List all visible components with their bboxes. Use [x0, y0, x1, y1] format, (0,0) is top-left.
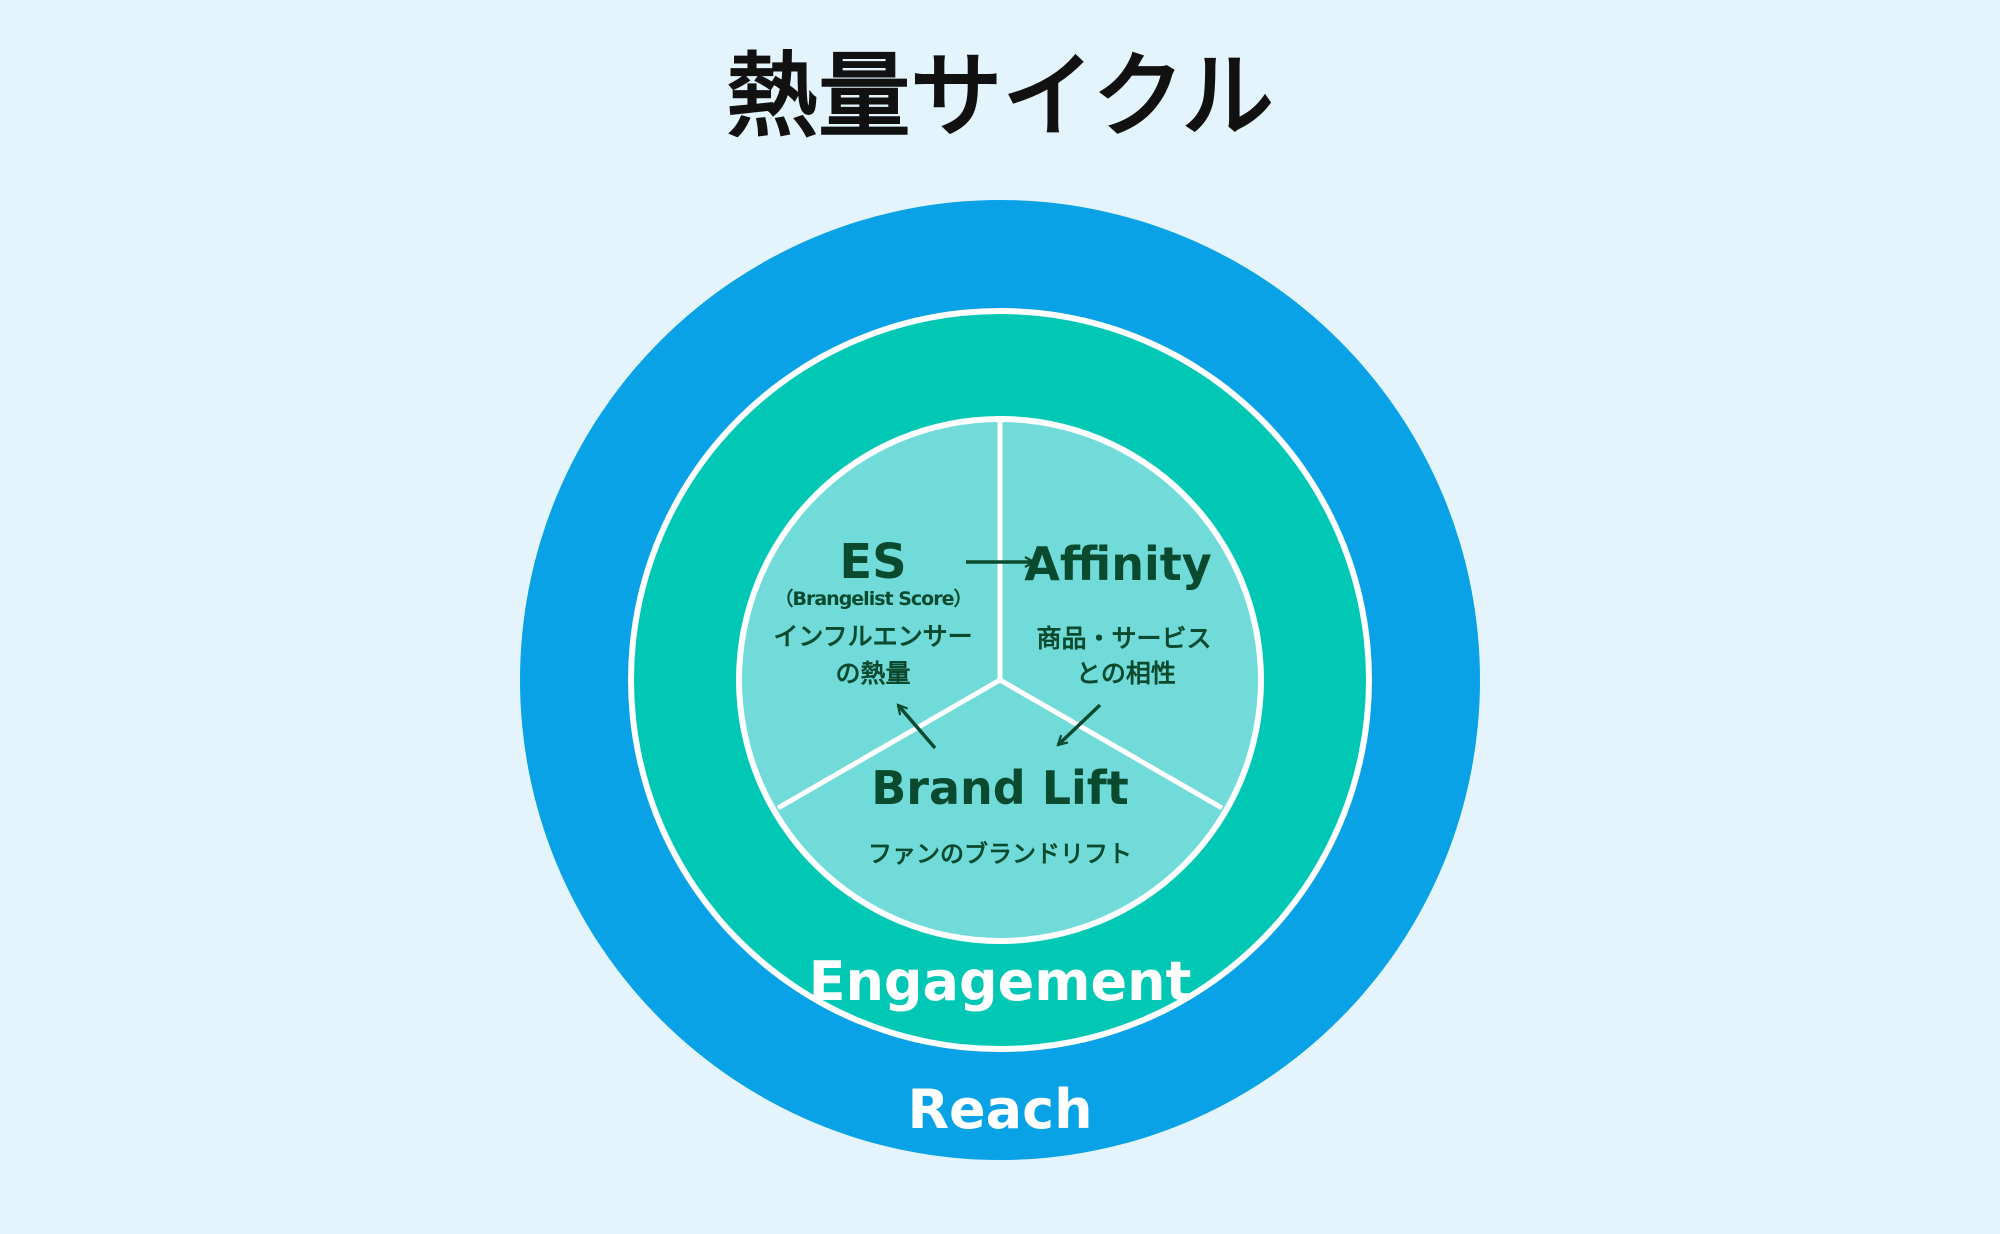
divider-bottom-right — [998, 677, 1224, 811]
reach-label: Reach — [907, 1078, 1092, 1141]
segment-es: ES （Brangelist Score） インフルエンサー の熱量 — [773, 534, 972, 688]
es-subtitle: （Brangelist Score） — [775, 587, 972, 610]
diagram-title: 熱量サイクル — [726, 43, 1273, 150]
segment-affinity: Affinity 商品・サービス との相性 — [1024, 537, 1211, 688]
affinity-to-brand-lift-arrow — [1058, 703, 1102, 745]
es-description-line2: の熱量 — [835, 659, 910, 688]
segment-brand-lift: Brand Lift ファンのブランドリフト — [868, 761, 1132, 868]
divider-bottom-left — [776, 677, 1002, 811]
affinity-title: Affinity — [1024, 537, 1211, 591]
brand-lift-title: Brand Lift — [871, 761, 1129, 815]
es-title: ES — [839, 534, 906, 590]
affinity-description-line2: との相性 — [1076, 659, 1176, 688]
affinity-description-line1: 商品・サービス — [1036, 624, 1211, 653]
brand-lift-to-es-arrow — [898, 705, 937, 750]
es-description-line1: インフルエンサー — [773, 622, 972, 651]
brand-lift-description: ファンのブランドリフト — [868, 840, 1132, 868]
engagement-label: Engagement — [809, 950, 1192, 1013]
